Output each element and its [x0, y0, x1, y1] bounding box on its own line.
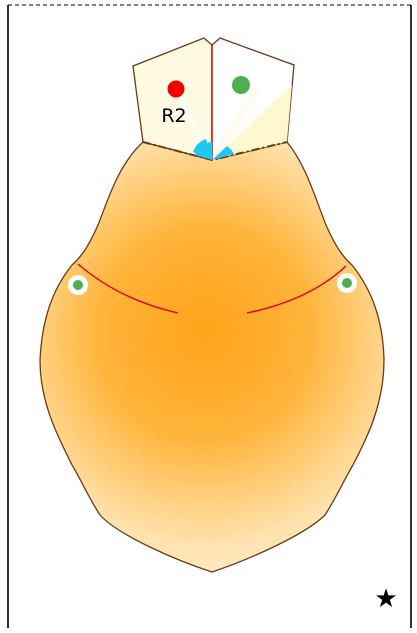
right-hole — [342, 278, 352, 288]
left-hole — [73, 280, 83, 290]
red-dot — [168, 81, 185, 98]
green-dot — [232, 76, 250, 94]
label-r2: R2 — [161, 105, 186, 127]
star-icon: ★ — [374, 584, 397, 614]
body-shape — [40, 142, 384, 572]
